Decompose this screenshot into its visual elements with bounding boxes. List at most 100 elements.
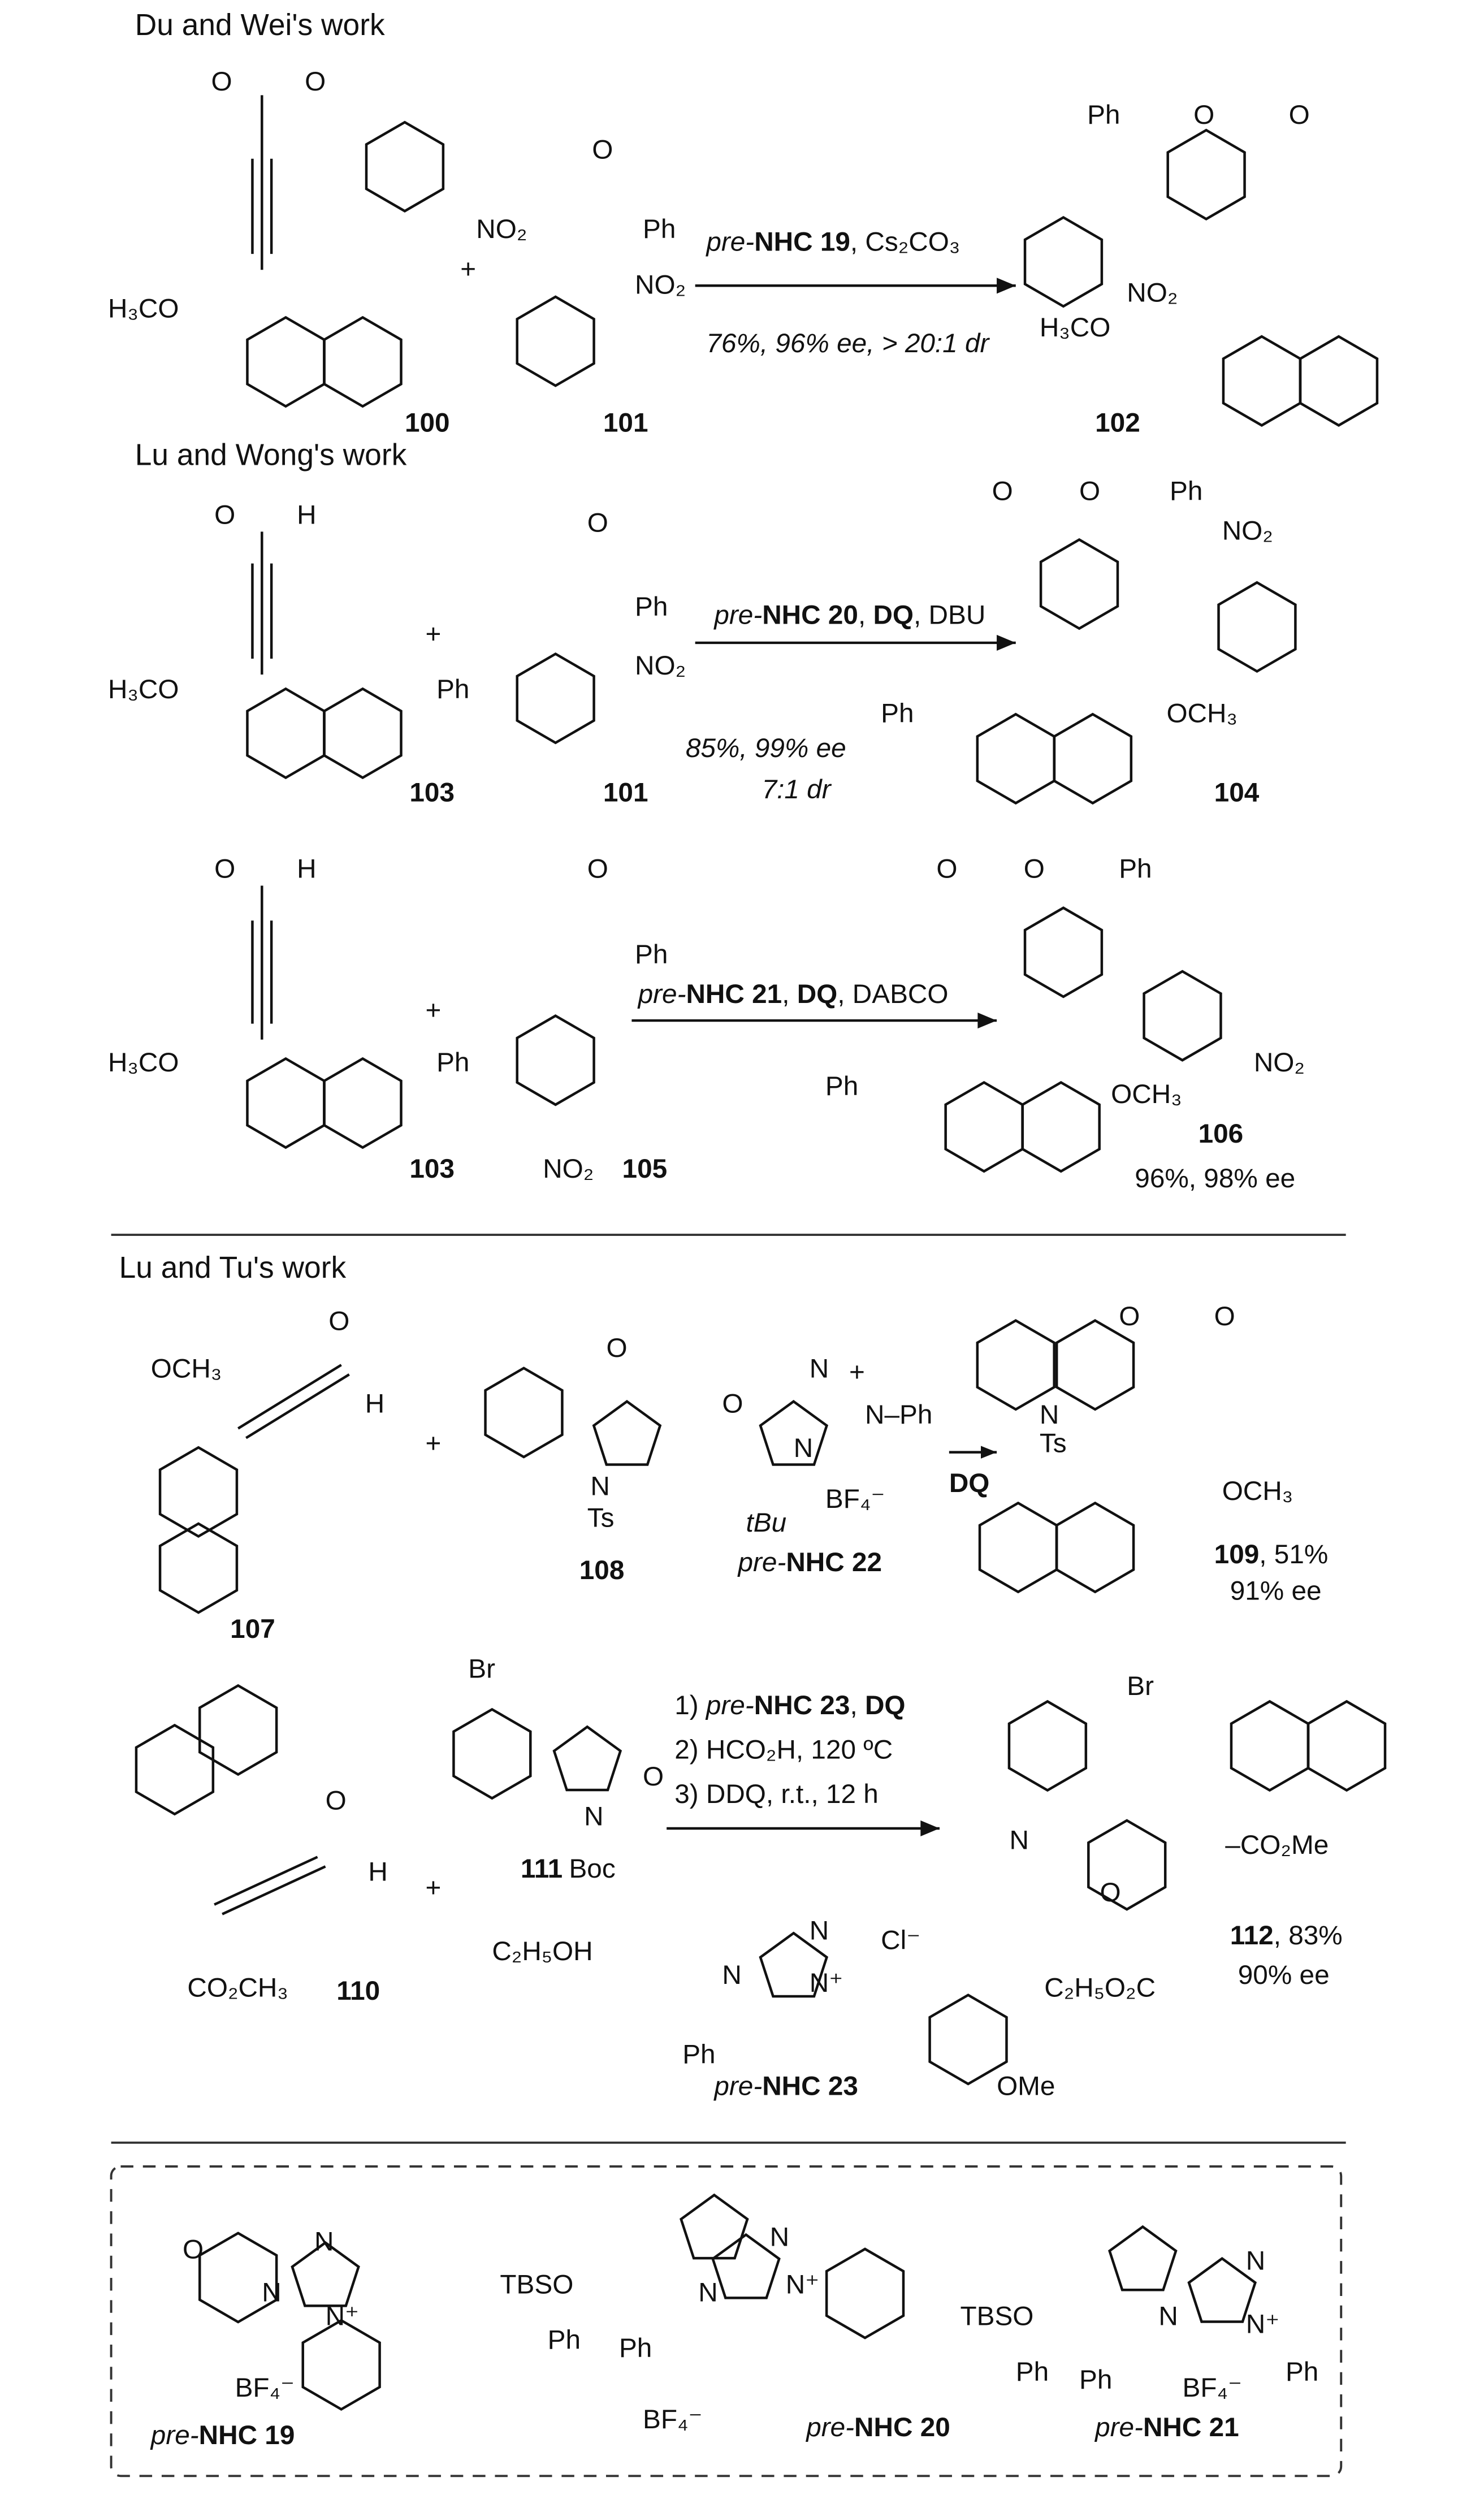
atom-label: NO₂ [1127,278,1178,308]
atom-label: Ts [1040,1429,1067,1459]
atom-label: H₃CO [108,293,179,323]
atom-label: O [992,476,1013,506]
atom-label: O [1100,1878,1121,1908]
compound-number-106: 106 [1199,1119,1244,1149]
atom-label: TBSO [960,2302,1033,2332]
benzene-ring [1023,906,1104,998]
benzene-ring [1166,128,1246,220]
arrow-head [997,634,1016,651]
benzene-ring [1299,335,1379,427]
compound-number-101: 101 [603,408,648,438]
reagent-text: pre-NHC 20, DQ, DBU [713,600,985,630]
five-membered-ring [1108,2225,1178,2291]
compound-number-103: 103 [409,1154,455,1184]
five-membered-ring [592,1400,662,1466]
atom-label: OCH₃ [1111,1079,1182,1109]
benzene-ring [1143,970,1222,1062]
atom-label: O [606,1333,627,1363]
atom-label: Br [468,1654,495,1684]
atom-label: + [849,1357,865,1387]
atom-label: O [214,854,235,884]
yield-text: 112, 83% [1230,1921,1343,1951]
atom-label: O [587,854,608,884]
atom-label: H₃CO [1040,313,1110,343]
plus-sign: + [425,1873,441,1903]
atom-label: N⁺ [786,2269,820,2299]
catalyst-box [110,2165,1343,2477]
alkyne-bond [222,1865,326,1915]
atom-label: Ph [881,698,914,728]
benzene-ring [1217,581,1297,673]
catalyst-label-nhc20: pre-NHC 20 [805,2412,950,2442]
atom-label: O [305,67,326,97]
compound-number-105: 105 [622,1154,668,1184]
atom-label: N [794,1433,813,1463]
compound-number-101: 101 [603,778,648,808]
atom-label: O [328,1306,349,1336]
atom-label: OMe [997,2072,1055,2101]
atom-label: N⁺ [326,2302,360,2332]
ee-text: 90% ee [1238,1960,1330,1990]
oxidant-label: DQ [949,1468,990,1498]
benzene-ring [198,2232,278,2324]
atom-label: O [722,1389,743,1419]
benzene-ring [825,2247,905,2340]
atom-label: tBu [746,1508,787,1538]
conditions-text: 76%, 96% ee, > 20:1 dr [706,328,990,358]
arrow-head [997,278,1016,294]
atom-label: N [314,2227,334,2257]
conditions-text: 7:1 dr [762,775,832,805]
atom-label: Ph [1079,2365,1112,2395]
five-membered-ring [759,1400,829,1466]
atom-label: N [722,1960,741,1990]
benzene-ring [516,1014,595,1106]
compound-number-100: 100 [405,408,450,438]
atom-label: NO₂ [1222,516,1273,546]
benzene-ring [323,687,403,780]
five-membered-ring [1187,2256,1257,2323]
five-membered-ring [291,2241,360,2307]
atom-label: H₃CO [108,674,179,704]
benzene-ring [1222,335,1302,427]
benzene-ring [1023,215,1104,308]
atom-label: N [590,1471,609,1501]
five-membered-ring [552,1725,622,1792]
solvent-label: C₂H₅OH [492,1936,592,1966]
ee-text: 91% ee [1230,1576,1322,1606]
plus-sign: + [425,619,441,649]
atom-label: Ph [436,1048,469,1078]
benzene-ring [323,1057,403,1149]
atom-label: H₃CO [108,1048,179,1078]
atom-label: N [1158,2302,1178,2332]
counterion-label: BF₄⁻ [825,1484,885,1514]
atom-label: N⁺ [1246,2310,1280,2340]
atom-label: Ph [682,2039,715,2069]
benzene-ring [452,1707,532,1800]
benzene-ring [1021,1080,1101,1173]
atom-label: OCH₃ [151,1354,222,1384]
five-membered-ring [680,2193,749,2260]
catalyst-label-nhc23: pre-NHC 23 [713,2072,858,2101]
plus-sign: + [425,1429,441,1459]
atom-label: CO₂CH₃ [187,1973,288,2003]
atom-label: Ph [436,674,469,704]
atom-label: Ph [643,214,676,244]
reagent-text: pre-NHC 19, Cs₂CO₃ [705,227,960,257]
atom-label: NO₂ [635,270,686,300]
catalyst-label-nhc22: pre-NHC 22 [737,1547,882,1577]
benzene-ring [323,315,403,408]
reagent-text: pre-NHC 21, DQ, DABCO [637,979,949,1009]
atom-label: N [770,2222,789,2252]
atom-label: Ph [1087,100,1120,130]
counterion-label: BF₄⁻ [235,2373,295,2403]
atom-label: NO₂ [476,214,527,244]
arrow-head [920,1820,940,1836]
atom-label: Ph [825,1071,858,1101]
atom-label: –CO₂Me [1225,1830,1329,1860]
section-title-du-wei: Du and Wei's work [135,8,385,42]
alkyne-bond [214,1856,318,1906]
conditions-text: 85%, 99% ee [686,733,846,763]
step-3: 3) DDQ, r.t., 12 h [674,1779,879,1809]
atom-label: O [326,1785,347,1815]
benzene-ring [135,1723,215,1816]
